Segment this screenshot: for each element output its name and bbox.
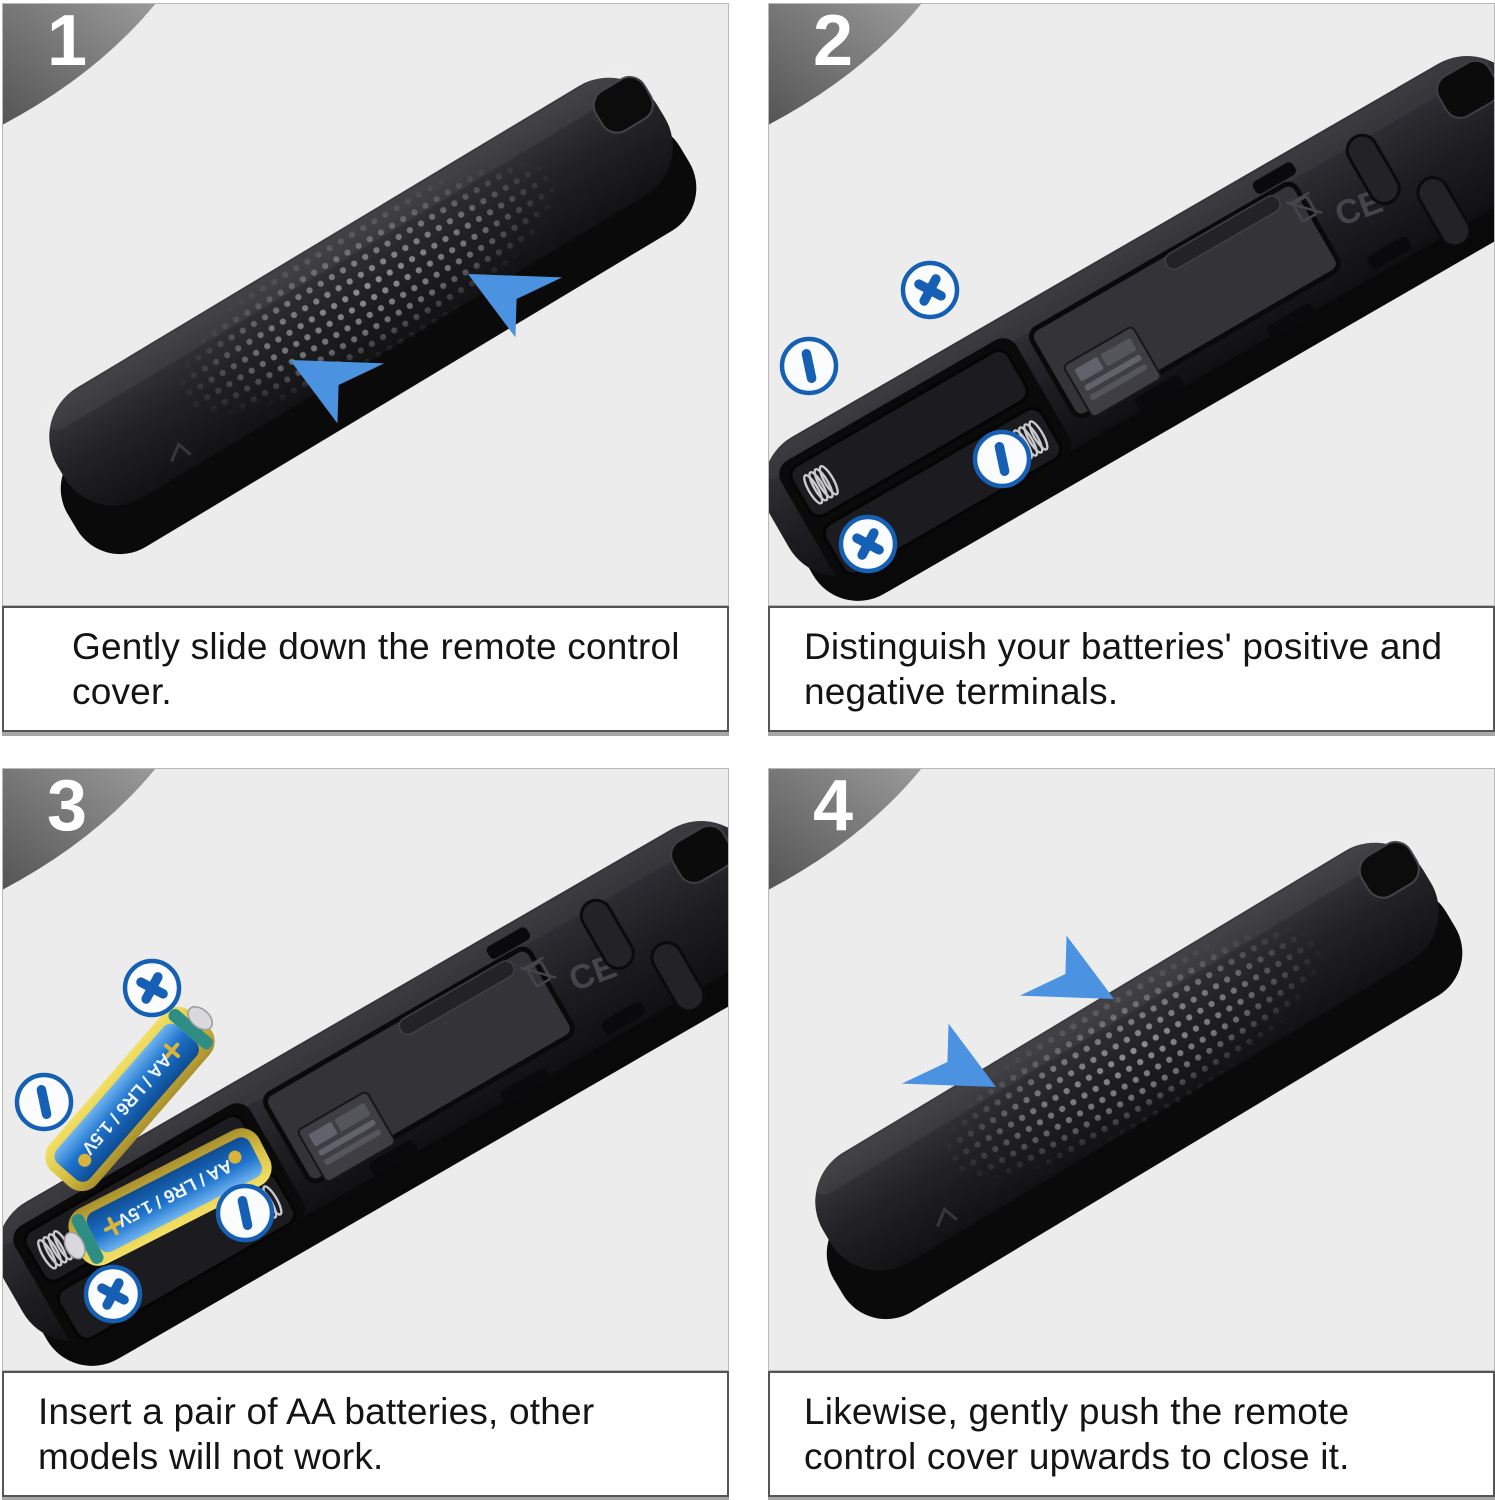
remote-back-scene: [810, 832, 1463, 1320]
molded-pills: [1345, 133, 1472, 248]
step-panel-2: CE: [768, 3, 1495, 732]
grip-dots-texture: [909, 882, 1357, 1225]
step-panel-1: 1 Gently slide down the remote control c…: [2, 3, 729, 732]
remote-back: [44, 67, 697, 555]
brand-emboss: [936, 1206, 958, 1228]
molded-pills: [579, 898, 706, 1013]
minus-icon: [14, 1072, 74, 1132]
battery-screw-dot: [228, 1150, 242, 1164]
step-3-caption: Insert a pair of AA batteries, other mod…: [38, 1390, 595, 1477]
battery-plus-print: [103, 1216, 123, 1236]
slide-direction-arrows: [901, 935, 1114, 1087]
step-2-caption: Distinguish your batteries' positive and…: [804, 625, 1443, 712]
plus-icon: [83, 1264, 143, 1324]
step-4-caption: Likewise, gently push the remote control…: [804, 1390, 1350, 1477]
weee-bin-icon: [519, 956, 557, 988]
step-4-illustration: 4: [768, 768, 1495, 1371]
weee-bin-icon: [1285, 191, 1323, 223]
cover-notch: [1436, 59, 1494, 119]
step-1-illustration: 1: [2, 3, 729, 606]
label-sticker: [1063, 326, 1162, 418]
arrow-up-right-icon: [1019, 935, 1114, 999]
brand-emboss: [170, 441, 192, 463]
battery-insert-scene: CE: [3, 811, 728, 1366]
battery-plus-print: [163, 1042, 181, 1059]
step-1-caption: Gently slide down the remote control cov…: [72, 625, 680, 712]
label-sticker: [297, 1091, 396, 1183]
step-2-illustration: CE: [768, 3, 1495, 606]
step-1-caption-box: Gently slide down the remote control cov…: [2, 606, 729, 732]
cover-notch: [1358, 841, 1420, 899]
plus-icon: [122, 958, 182, 1018]
step-2-caption-box: Distinguish your batteries' positive and…: [768, 606, 1495, 732]
step-panel-3: CE: [2, 768, 729, 1497]
aa-battery: AA / LR6 / 1.5V: [63, 1128, 272, 1266]
battery-spring: [803, 465, 839, 505]
arrow-down-left-icon: [468, 274, 563, 338]
step-4-caption-box: Likewise, gently push the remote control…: [768, 1371, 1495, 1497]
plus-icon: [900, 260, 960, 320]
model-strip: [1164, 195, 1281, 271]
step-panel-4: 4 Likewise, gently push the remote contr…: [768, 768, 1495, 1497]
arrow-up-right-icon: [901, 1023, 996, 1087]
grip-dots-texture: [143, 117, 591, 460]
minus-icon: [972, 429, 1032, 489]
battery-compartment-scene: CE: [769, 46, 1494, 601]
remote-back-scene: [44, 67, 697, 555]
cover-notch: [592, 76, 654, 134]
battery-screw-dot: [78, 1153, 92, 1167]
slide-direction-arrows: [290, 274, 563, 424]
edge-notches: [368, 927, 646, 1176]
remote-back: [810, 832, 1463, 1320]
arrow-down-left-icon: [290, 360, 385, 424]
edge-notches: [1134, 162, 1412, 411]
step-3-illustration: CE: [2, 768, 729, 1371]
plus-icon: [838, 514, 898, 574]
polarity-markers: [779, 260, 1032, 574]
minus-icon: [215, 1183, 275, 1243]
minus-icon: [779, 336, 839, 396]
model-strip: [398, 960, 515, 1036]
step-3-caption-box: Insert a pair of AA batteries, other mod…: [2, 1371, 729, 1497]
polarity-markers: [14, 958, 275, 1324]
cover-notch: [670, 824, 728, 884]
